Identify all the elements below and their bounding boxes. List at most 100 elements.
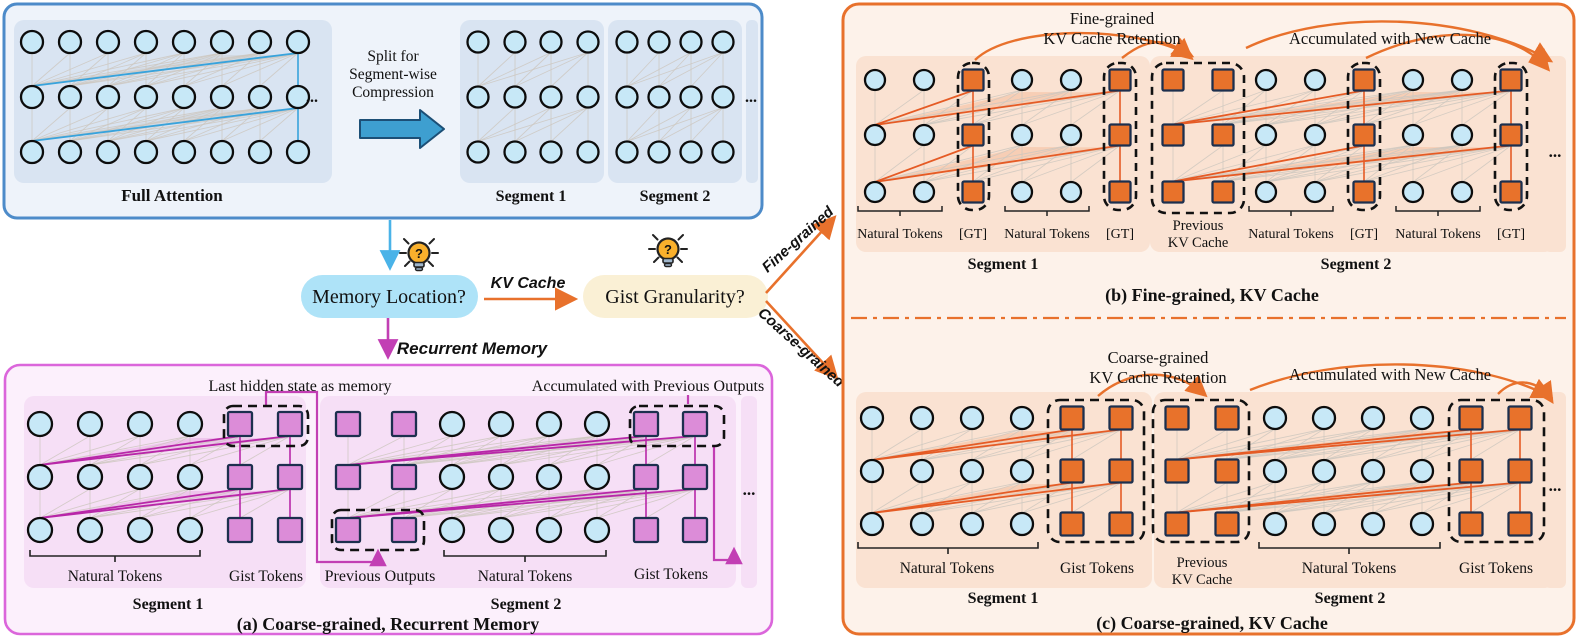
c-seg1-natural-brace <box>857 542 1039 554</box>
c-segment2-label: Segment 2 <box>1315 590 1386 607</box>
attention-line <box>923 145 1121 183</box>
memory-links <box>347 435 696 519</box>
gist-token-square <box>1164 458 1190 484</box>
attention-line <box>1176 428 1276 460</box>
token-circle <box>176 516 204 544</box>
attention-line <box>1470 429 1521 460</box>
token-circle <box>57 29 83 55</box>
attention-line <box>1412 145 1512 183</box>
full-attention-label: Full Attention <box>121 186 223 205</box>
token-circle <box>615 85 639 109</box>
split-text-line1: Split for <box>367 48 419 65</box>
attention-line <box>477 52 516 87</box>
gist-token-square <box>1161 68 1185 92</box>
token-circle <box>95 139 121 165</box>
memory-attention-line <box>347 488 696 519</box>
gist-token-square <box>681 410 709 438</box>
attention-line <box>31 52 147 87</box>
token-circle <box>209 29 235 55</box>
attention-line <box>403 435 502 466</box>
b-brace <box>1248 206 1334 216</box>
token-circle <box>285 29 311 55</box>
attention-line <box>548 488 696 519</box>
gist-token-square <box>1164 405 1190 431</box>
token-circle <box>438 410 466 438</box>
gist-token-square <box>390 516 418 544</box>
c-ellipsis: ... <box>1549 476 1562 495</box>
token-circle <box>503 30 527 54</box>
token-circle <box>19 84 45 110</box>
attention-line <box>1176 428 1374 460</box>
attention-line <box>871 428 973 461</box>
attention-line <box>1172 144 1463 182</box>
memory-attention-line <box>31 52 299 87</box>
token-circle <box>959 511 985 537</box>
token-circle <box>1360 511 1386 537</box>
attention-line <box>31 107 109 142</box>
attention-line <box>1265 90 1512 126</box>
token-circle <box>647 140 671 164</box>
token-circle <box>1360 458 1386 484</box>
token-circle <box>583 410 611 438</box>
blue-seg-ellipsis: ... <box>745 89 757 106</box>
token-circle <box>466 85 490 109</box>
attention-line <box>39 435 141 466</box>
gist-token-square <box>1352 68 1376 92</box>
token-circle <box>1009 511 1035 537</box>
memory-links <box>39 435 291 519</box>
gist-token-square <box>276 463 304 491</box>
b-natural-tokens-label: Natural Tokens <box>1248 227 1333 242</box>
token-circle <box>583 463 611 491</box>
recurrent-memory-label: Recurrent Memory <box>397 339 549 358</box>
memory-attention-line <box>1176 428 1521 461</box>
attention-line <box>1323 482 1521 514</box>
attention-line <box>39 435 91 466</box>
attention-line <box>347 488 453 519</box>
token-circle <box>1450 123 1474 147</box>
a-previous-outputs-dashed-box <box>330 508 426 552</box>
token-circle <box>539 30 563 54</box>
a-seg1-natural-brace <box>29 550 201 562</box>
attention-line <box>1363 89 1463 125</box>
a-seg2-natural-tokens-label: Natural Tokens <box>478 568 573 585</box>
attention-line <box>347 488 405 519</box>
attention-mesh <box>626 52 724 142</box>
attention-line <box>31 52 71 87</box>
kv-cache-label: KV Cache <box>491 275 566 292</box>
gist-token-square <box>1108 68 1132 92</box>
token-circle <box>487 516 515 544</box>
gist-token-square <box>276 410 304 438</box>
attention-line <box>1172 144 1267 182</box>
token-circle <box>247 84 273 110</box>
attention-line <box>1172 89 1463 125</box>
token-circle <box>909 405 935 431</box>
gist-token-square <box>1108 180 1132 204</box>
token-circle <box>863 68 887 92</box>
attention-line <box>1172 145 1224 182</box>
c-seg1-gist-tokens-label: Gist Tokens <box>1060 560 1134 577</box>
attention-line <box>1176 481 1423 513</box>
a-seg2-natural-brace <box>443 550 607 562</box>
token-circle <box>1401 68 1425 92</box>
attention-line <box>31 52 223 87</box>
panel-b-fine-grained: Fine-grained KV Cache Retention Accumula… <box>856 9 1566 306</box>
gist-token-square <box>1214 458 1240 484</box>
memory-links <box>1176 428 1521 514</box>
c-previous-kv-dashed-box <box>1151 398 1251 544</box>
attention-line <box>1021 145 1121 183</box>
token-circle <box>466 140 490 164</box>
a-accumulated-dashed-box <box>628 404 726 448</box>
token-circle <box>912 180 936 204</box>
token-circle <box>26 516 54 544</box>
memory-attention-line <box>31 107 299 142</box>
token-circle <box>859 511 885 537</box>
a-ellipsis: ... <box>743 480 756 499</box>
panel-c-caption: (c) Coarse-grained, KV Cache <box>1096 613 1328 634</box>
token-circle <box>133 139 159 165</box>
attention-line <box>259 52 299 87</box>
token-nodes <box>863 68 1132 204</box>
attention-line <box>1176 428 1423 460</box>
memory-links <box>1172 89 1512 183</box>
token-circle <box>487 463 515 491</box>
